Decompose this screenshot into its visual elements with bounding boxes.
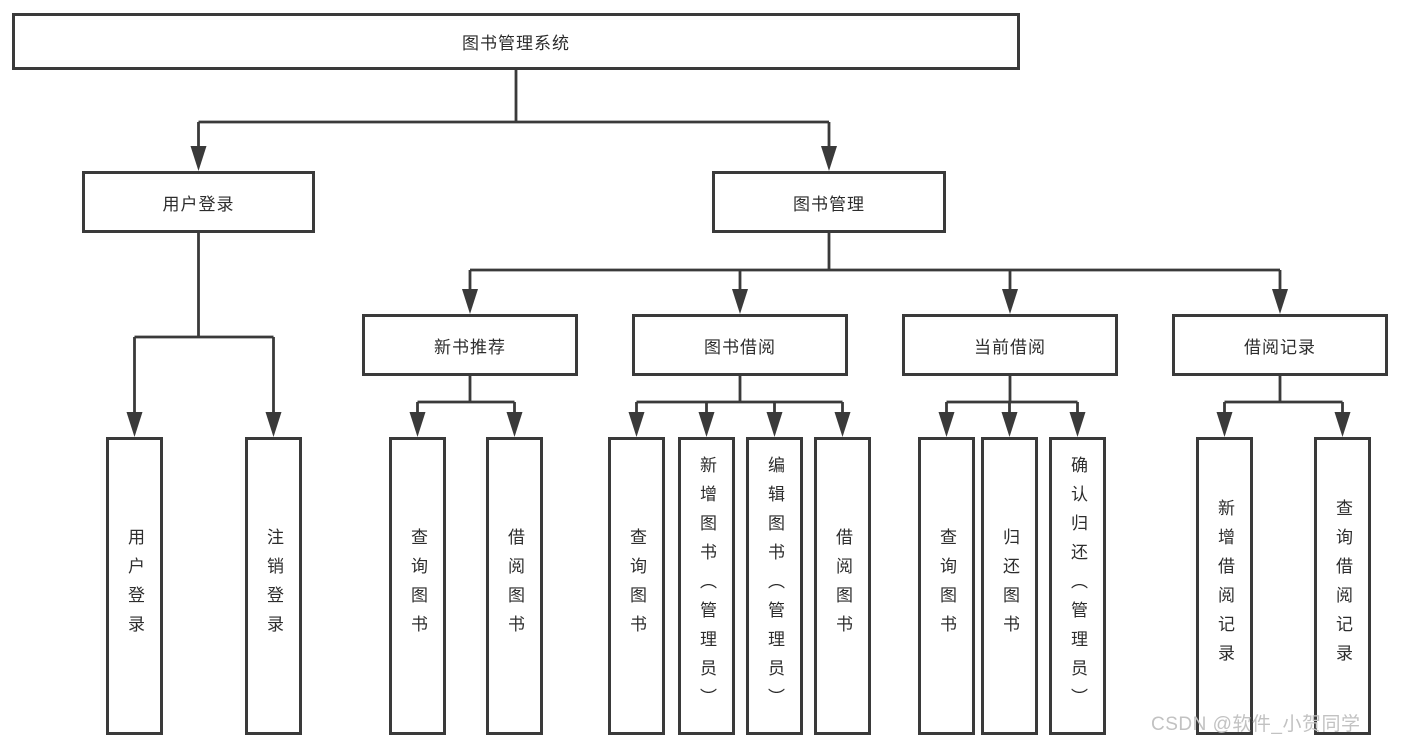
leaf-current-return-book: 归还图书 [981, 437, 1038, 735]
arrowhead-icon [938, 412, 955, 437]
arrowhead-icon [1002, 289, 1018, 314]
leaf-logout: 注销登录 [245, 437, 302, 735]
leaf-recommend-query-book: 查询图书 [389, 437, 446, 735]
arrowhead-icon [409, 412, 426, 437]
edge-root-to-level2 [197, 70, 831, 150]
node-user-login: 用户登录 [82, 171, 315, 233]
leaf-borrow-add-book: 新增图书（管理员） [678, 437, 735, 735]
arrowhead-icon [1216, 412, 1233, 437]
arrowhead-icon [265, 412, 282, 437]
node-root: 图书管理系统 [12, 13, 1020, 70]
leaf-record-query-record: 查询借阅记录 [1314, 437, 1371, 735]
arrowhead-icon [190, 146, 207, 171]
node-borrow-record: 借阅记录 [1172, 314, 1388, 376]
edge-user-login-to-leaves [133, 233, 275, 416]
arrowhead-icon [628, 412, 645, 437]
arrowhead-icon [732, 289, 748, 314]
node-book-borrow: 图书借阅 [632, 314, 848, 376]
leaf-borrow-query-book: 查询图书 [608, 437, 665, 735]
edge-current-to-leaves [945, 376, 1079, 416]
arrowhead-icon [1334, 412, 1351, 437]
node-new-book-recommend: 新书推荐 [362, 314, 578, 376]
leaf-borrow-borrow-book: 借阅图书 [814, 437, 871, 735]
node-book-management: 图书管理 [712, 171, 946, 233]
leaf-current-confirm-return: 确认归还（管理员） [1049, 437, 1106, 735]
arrowhead-icon [126, 412, 143, 437]
leaf-borrow-edit-book: 编辑图书（管理员） [746, 437, 803, 735]
leaf-recommend-borrow-book: 借阅图书 [486, 437, 543, 735]
leaf-current-query-book: 查询图书 [918, 437, 975, 735]
arrowhead-icon [1069, 412, 1086, 437]
edge-record-to-leaves [1223, 376, 1344, 416]
leaf-user-login: 用户登录 [106, 437, 163, 735]
arrowhead-icon [1001, 412, 1018, 437]
arrowhead-icon [462, 289, 478, 314]
edge-recommend-to-leaves [416, 376, 516, 416]
arrowheads [126, 146, 1351, 437]
arrowhead-icon [698, 412, 715, 437]
arrowhead-icon [1272, 289, 1288, 314]
arrowhead-icon [834, 412, 851, 437]
node-current-borrow: 当前借阅 [902, 314, 1118, 376]
edge-borrow-to-leaves [635, 376, 844, 416]
edge-book-management-to-level3 [468, 233, 1282, 293]
watermark: CSDN @软件_小贺同学 [1151, 714, 1361, 735]
leaf-record-add-record: 新增借阅记录 [1196, 437, 1253, 735]
arrowhead-icon [821, 146, 837, 171]
arrowhead-icon [766, 412, 783, 437]
arrowhead-icon [506, 412, 523, 437]
